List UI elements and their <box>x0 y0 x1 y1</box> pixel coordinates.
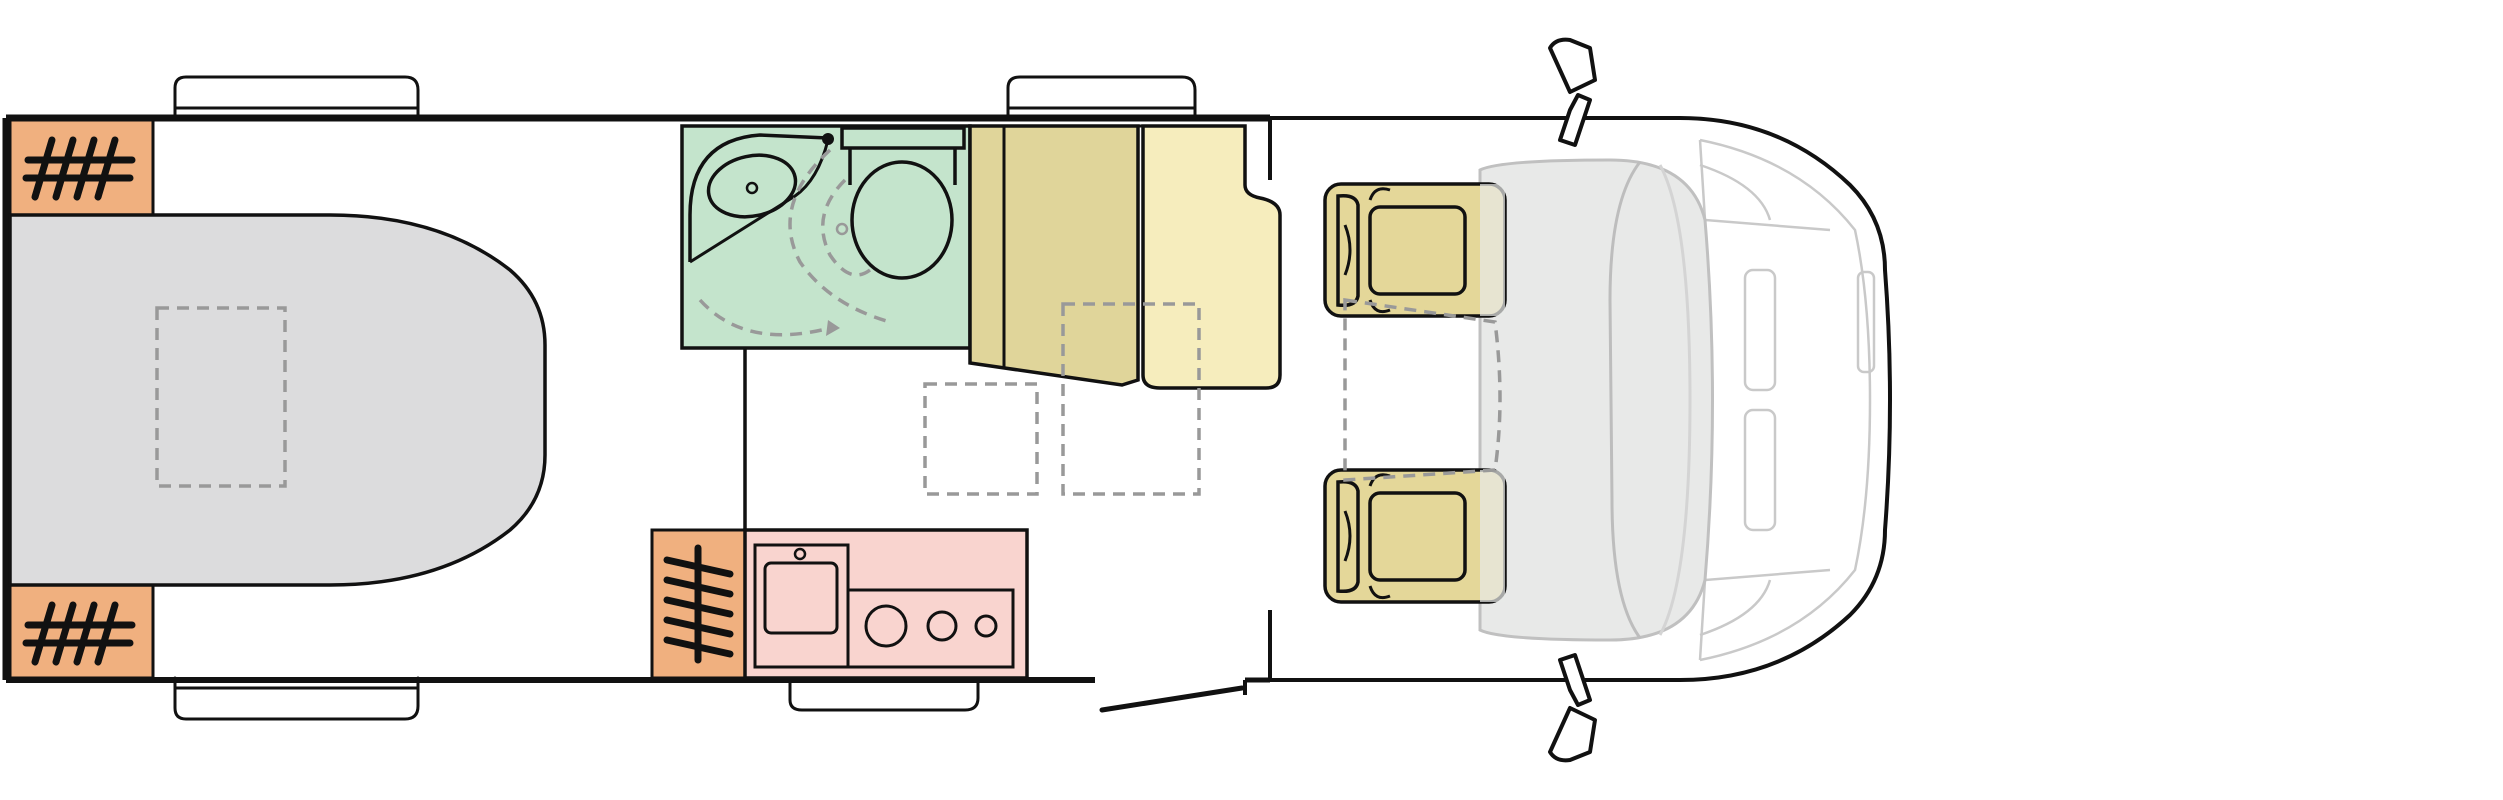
wardrobe-kitchen <box>650 528 747 680</box>
shower-icon <box>688 133 829 262</box>
side-windows <box>173 75 1197 721</box>
sink-icon <box>763 561 839 635</box>
window-bottom-left <box>173 676 420 721</box>
cab-details <box>1478 138 1876 662</box>
dinette <box>968 124 1282 390</box>
table-outline <box>923 382 1039 496</box>
skylight-icon <box>155 306 287 488</box>
sink-icon <box>706 153 798 219</box>
cab-seat-passenger <box>1323 468 1507 604</box>
hob-icon <box>846 588 1015 669</box>
window-top-mid <box>1006 75 1197 120</box>
mirror-icon <box>1548 37 1597 147</box>
window-top-left <box>173 75 420 120</box>
toilet-icon <box>840 126 966 280</box>
mirror-icon <box>1548 653 1597 763</box>
swivel-area <box>1343 297 1502 482</box>
window-bottom-mid <box>788 676 980 712</box>
wardrobe-top-left <box>8 118 155 217</box>
wardrobe-bottom-left <box>8 583 155 680</box>
wardrobe-icon <box>22 136 136 201</box>
skylight-icon <box>1061 302 1201 496</box>
dashboard <box>1478 158 1714 642</box>
seat-icon <box>968 124 1140 387</box>
body-shell <box>2 114 1892 683</box>
kitchen <box>743 528 1029 680</box>
cab-outline <box>1270 116 1892 682</box>
seat-icon <box>1141 124 1282 390</box>
bathroom <box>680 124 972 350</box>
wardrobe-icon <box>22 601 136 666</box>
wardrobe-icon <box>663 544 734 664</box>
bed-icon <box>8 213 547 587</box>
door-icon <box>1099 680 1247 713</box>
cab-seat-driver <box>1323 182 1507 318</box>
